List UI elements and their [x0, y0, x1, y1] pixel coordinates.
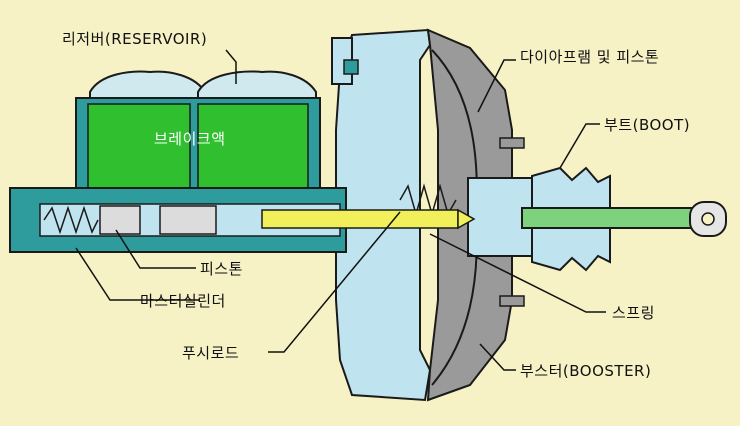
- brake-fluid-right: [197, 103, 309, 195]
- booster-label: 부스터(BOOSTER): [520, 362, 652, 380]
- leader-master-cylinder: [75, 247, 200, 301]
- piston-label: 피스톤: [200, 260, 243, 278]
- leader-boot: [559, 123, 600, 169]
- leader-booster: [479, 343, 516, 371]
- leader-diaphragm: [477, 59, 516, 113]
- brake-fluid-left: [87, 103, 191, 195]
- reservoir-label: 리저버(RESERVOIR): [62, 30, 208, 48]
- reservoir-cap-right: [197, 70, 317, 101]
- push-rod: [261, 209, 459, 229]
- leader-lines: [75, 49, 606, 371]
- input-rod: [521, 207, 711, 229]
- mount-stud-top: [499, 137, 525, 149]
- master-cylinder-label: 마스터실린더: [140, 292, 226, 310]
- leader-push-rod: [268, 211, 401, 353]
- leader-piston: [115, 229, 196, 269]
- leader-reservoir: [225, 49, 237, 84]
- brake-fluid-label: 브레이크액: [154, 130, 226, 148]
- spring-label: 스프링: [612, 304, 655, 322]
- clevis-hole: [701, 212, 715, 226]
- mount-stud-bottom: [499, 295, 525, 307]
- primary-piston: [159, 205, 217, 235]
- push-rod-label: 푸시로드: [182, 344, 240, 362]
- leader-spring: [429, 233, 606, 313]
- check-valve-cap: [343, 59, 359, 75]
- cylinder-spring: [43, 205, 99, 235]
- secondary-piston: [99, 205, 141, 235]
- boot-label: 부트(BOOT): [604, 116, 691, 134]
- push-rod-tip: [457, 208, 476, 230]
- reservoir-cap-left: [89, 70, 206, 101]
- diaphragm-piston-label: 다이아프램 및 피스톤: [520, 48, 660, 66]
